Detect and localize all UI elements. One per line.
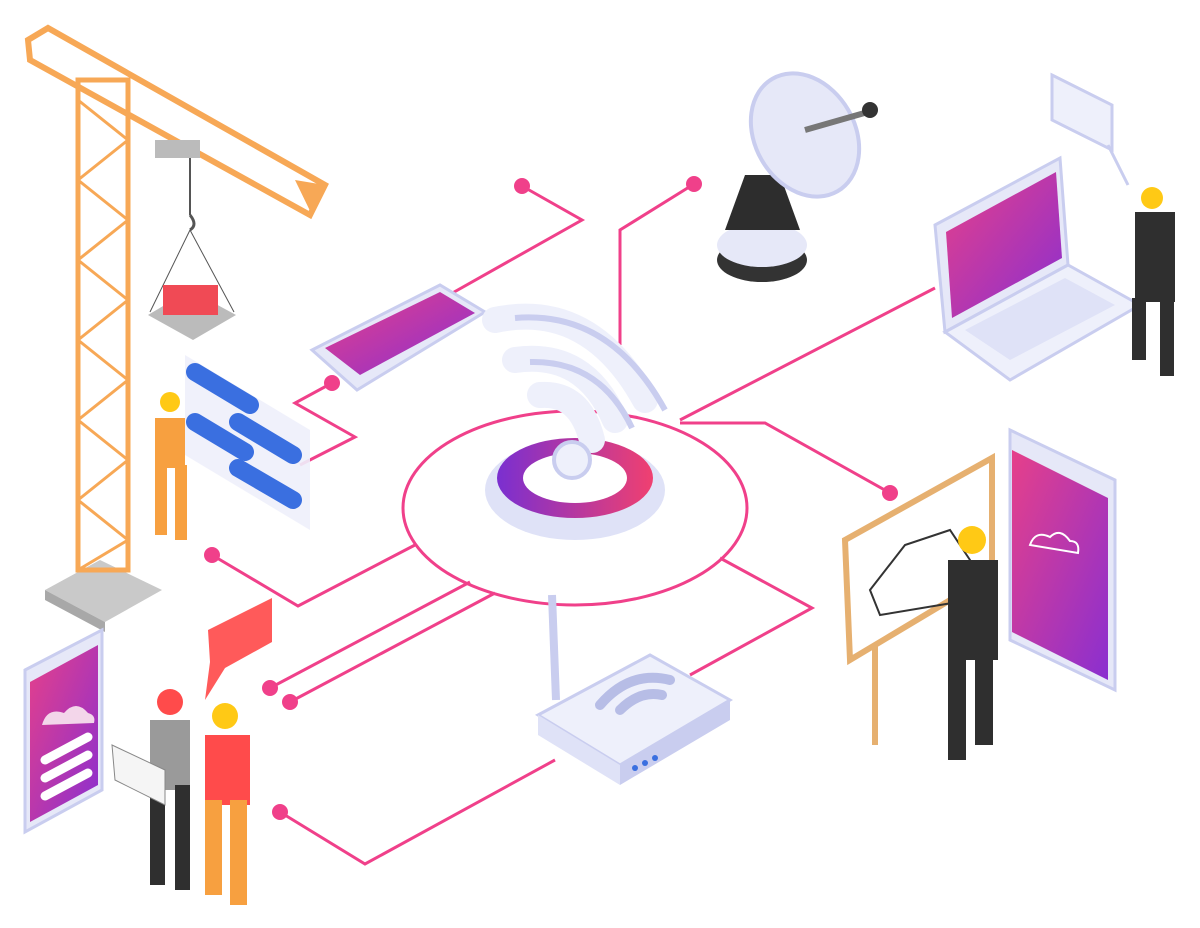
wifi-icon xyxy=(482,303,668,540)
smartphone-icon xyxy=(23,627,104,835)
laptop-icon xyxy=(933,155,1144,382)
connector-dots xyxy=(204,176,898,820)
construction-worker-icon xyxy=(205,703,250,905)
speech-bubble-icon xyxy=(205,598,272,700)
speech-bubble-icon xyxy=(1050,72,1130,186)
construction-worker-icon xyxy=(111,689,190,890)
construction-worker-icon xyxy=(155,392,187,540)
smartphone-icon xyxy=(1008,427,1117,693)
tower-crane-icon xyxy=(24,24,329,632)
connector-lines xyxy=(211,182,936,866)
construction-worker-icon xyxy=(1132,187,1175,376)
satellite-dish-icon xyxy=(717,71,878,282)
smartphone-icon xyxy=(309,283,488,392)
construction-worker-icon xyxy=(948,526,998,760)
chat-bubbles-icon xyxy=(185,355,310,530)
cloud-icon xyxy=(1028,531,1080,555)
cloud-icon xyxy=(42,706,95,725)
router-icon xyxy=(534,594,734,785)
